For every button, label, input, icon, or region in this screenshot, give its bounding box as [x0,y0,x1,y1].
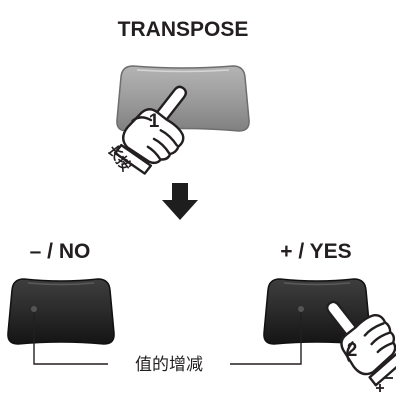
minus-no-label: – / NO [30,240,91,263]
step-number-1: 1 [149,111,160,132]
plus-yes-label: + / YES [280,240,351,263]
pointing-hand-icon [325,300,396,387]
step-number-2: 2 [347,340,358,361]
plus-minus-icon [376,377,393,392]
connector-label: 值的增减 [135,355,203,375]
pointing-hand-icon [113,85,188,175]
transpose-label: TRANSPOSE [118,18,249,41]
minus-no-button[interactable] [7,278,115,345]
arrow-down-icon [162,183,198,220]
connector-line [33,312,302,365]
